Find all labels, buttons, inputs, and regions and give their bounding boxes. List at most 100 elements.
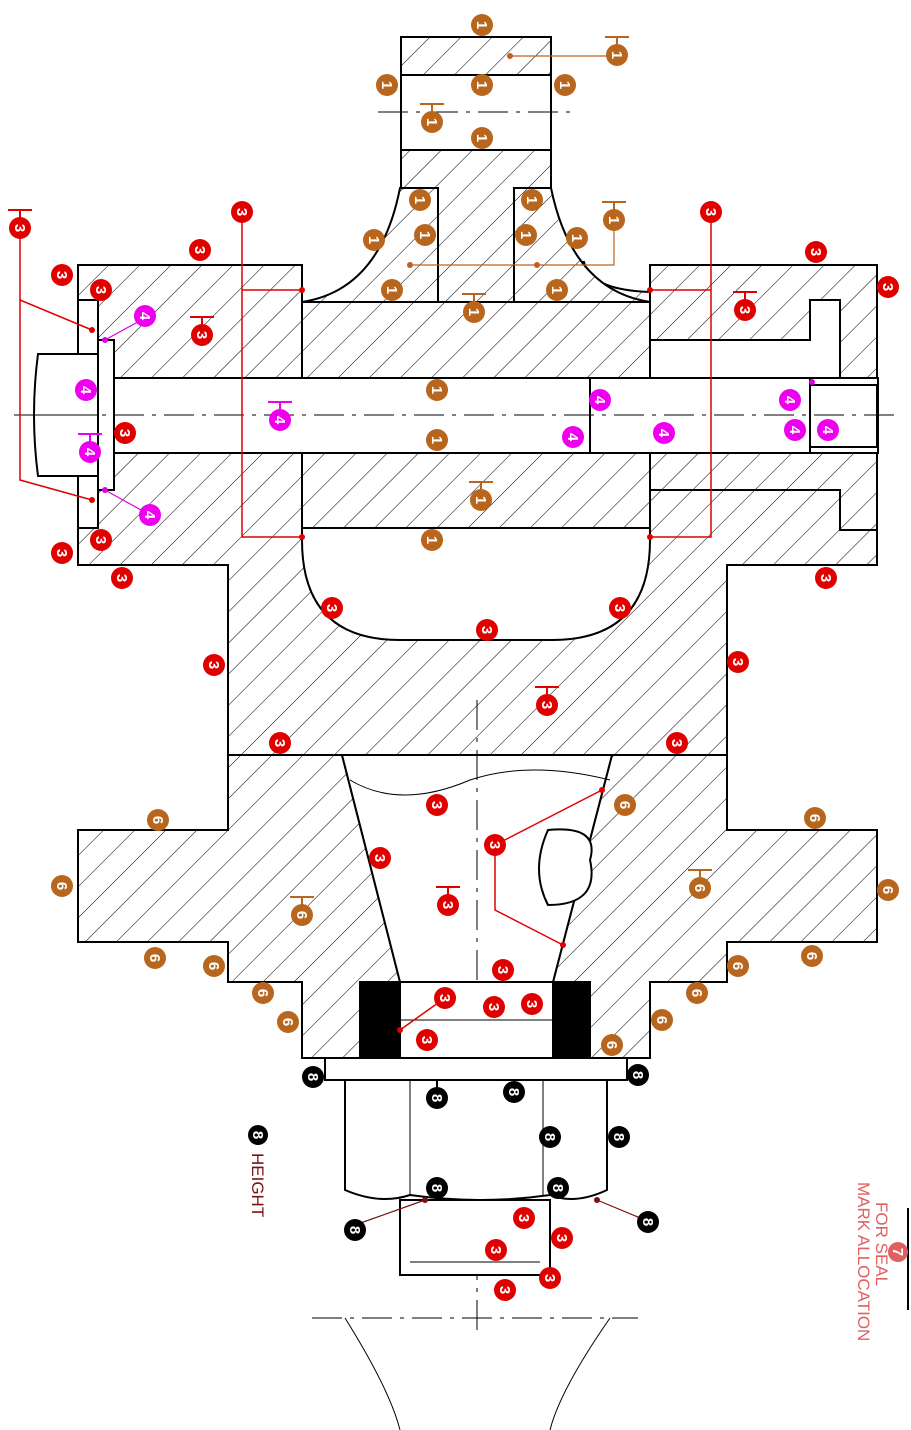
mark-label: 4 [655, 429, 672, 438]
mark-4-symbol: 4 [75, 379, 97, 401]
mark-8-symbol: 8 [302, 1066, 324, 1088]
mark-label: 1 [608, 51, 625, 59]
mark-6-symbol: 6 [801, 945, 823, 967]
mark-1-symbol: 1 [546, 279, 568, 301]
mark-label: 6 [254, 989, 271, 997]
mark-label: 1 [465, 308, 482, 316]
mark-8-symbol: 8 [344, 1219, 366, 1241]
mark-label: 6 [603, 1041, 620, 1049]
mark-label: 1 [523, 196, 540, 204]
mark-3-symbol: 3 [666, 732, 688, 754]
mark-label: 4 [819, 426, 836, 435]
mark-3-symbol: 3 [535, 686, 559, 716]
mark-label: 1 [416, 231, 433, 239]
mark-3-symbol: 3 [434, 987, 456, 1009]
mark-1-symbol: 1 [462, 293, 486, 323]
mark-label: 3 [193, 331, 210, 339]
mark-3-symbol: 3 [815, 567, 837, 589]
mark-label: 1 [568, 234, 585, 242]
mark-3-symbol: 3 [416, 1029, 438, 1051]
mark-label: 3 [496, 1286, 513, 1294]
mark-label: 6 [146, 954, 163, 962]
mark-1-symbol: 1 [376, 74, 398, 96]
mark-6-symbol: 6 [614, 794, 636, 816]
mark-4-symbol: 4 [562, 426, 584, 448]
mark-6-symbol: 6 [727, 955, 749, 977]
mark-label: 3 [485, 1003, 502, 1011]
mark-3-symbol: 3 [521, 993, 543, 1015]
mark-1-symbol: 1 [421, 529, 443, 551]
mark-label: 1 [365, 236, 382, 244]
mark-4-symbol: 4 [134, 305, 156, 327]
mark-label: 3 [807, 248, 824, 256]
mark-label: 4 [77, 386, 94, 395]
mark-4-symbol: 4 [78, 433, 102, 463]
mark-1-symbol: 1 [566, 227, 588, 249]
mark-label: 8 [346, 1226, 363, 1234]
mark-label: 1 [383, 286, 400, 294]
mark-label: 8 [541, 1133, 558, 1141]
mark-label: 3 [92, 286, 109, 294]
mark-label: 6 [806, 814, 823, 822]
mark-label: 3 [436, 994, 453, 1002]
mark-3-symbol: 3 [51, 264, 73, 286]
mark-6-symbol: 6 [51, 875, 73, 897]
mark-4-symbol: 4 [784, 419, 806, 441]
mark-3-symbol: 3 [90, 529, 112, 551]
mark-1-symbol: 1 [414, 224, 436, 246]
mark-label: 3 [191, 246, 208, 254]
mark-label: 3 [611, 604, 628, 612]
mark-1-symbol: 1 [471, 74, 493, 96]
mark-label: 3 [523, 1000, 540, 1008]
mark-label: 3 [817, 574, 834, 582]
mark-1-symbol: 1 [469, 481, 493, 511]
mark-label: 3 [205, 661, 222, 669]
mark-1-symbol: 1 [426, 429, 448, 451]
mark-8-symbol: 8 [547, 1177, 569, 1199]
mark-label: 3 [271, 739, 288, 747]
mark-4-symbol: 4 [779, 389, 801, 411]
mark-label: 3 [702, 208, 719, 216]
mark-3-symbol: 3 [321, 597, 343, 619]
legend-seal: 7 MARK ALLOCATION FOR SEAL [854, 1182, 909, 1341]
mark-6-symbol: 6 [804, 807, 826, 829]
mark-1-symbol: 1 [409, 189, 431, 211]
mark-3-symbol: 3 [90, 279, 112, 301]
mark-4-symbol: 4 [653, 422, 675, 444]
mark-label: 3 [553, 1234, 570, 1242]
mark-3-symbol: 3 [369, 847, 391, 869]
mark-3-symbol: 3 [551, 1227, 573, 1249]
mark-label: 6 [691, 884, 708, 892]
mark-1-symbol: 1 [521, 189, 543, 211]
mark-label: 3 [92, 536, 109, 544]
mark-label: 1 [428, 436, 445, 444]
mark-8-symbol: 8 [426, 1177, 448, 1199]
mark-3-symbol: 3 [513, 1207, 535, 1229]
legend-height: 8 HEIGHT [248, 1125, 268, 1217]
legend-seal-line2: FOR SEAL [872, 1202, 891, 1286]
mark-label: 8 [549, 1184, 566, 1192]
mark-label: 1 [378, 81, 395, 89]
mark-3-symbol: 3 [484, 834, 506, 856]
mark-3-symbol: 3 [189, 239, 211, 261]
mark-label: 4 [781, 396, 798, 405]
mark-label: 8 [639, 1218, 656, 1226]
mark-label: 1 [411, 196, 428, 204]
mark-4-symbol: 4 [589, 389, 611, 411]
mark-label: 1 [473, 134, 490, 142]
mark-3-symbol: 3 [727, 651, 749, 673]
mark-3-symbol: 3 [8, 209, 32, 239]
mark-label: 3 [11, 224, 28, 232]
mark-3-symbol: 3 [426, 794, 448, 816]
mark-6-symbol: 6 [144, 947, 166, 969]
mark-label: 1 [548, 286, 565, 294]
mark-3-symbol: 3 [436, 886, 460, 916]
mark-3-symbol: 3 [700, 201, 722, 223]
mark-label: 1 [473, 21, 490, 29]
mark-label: 1 [517, 231, 534, 239]
mark-1-symbol: 1 [554, 74, 576, 96]
mark-label: 3 [668, 739, 685, 747]
mark-label: 8 [304, 1073, 321, 1081]
